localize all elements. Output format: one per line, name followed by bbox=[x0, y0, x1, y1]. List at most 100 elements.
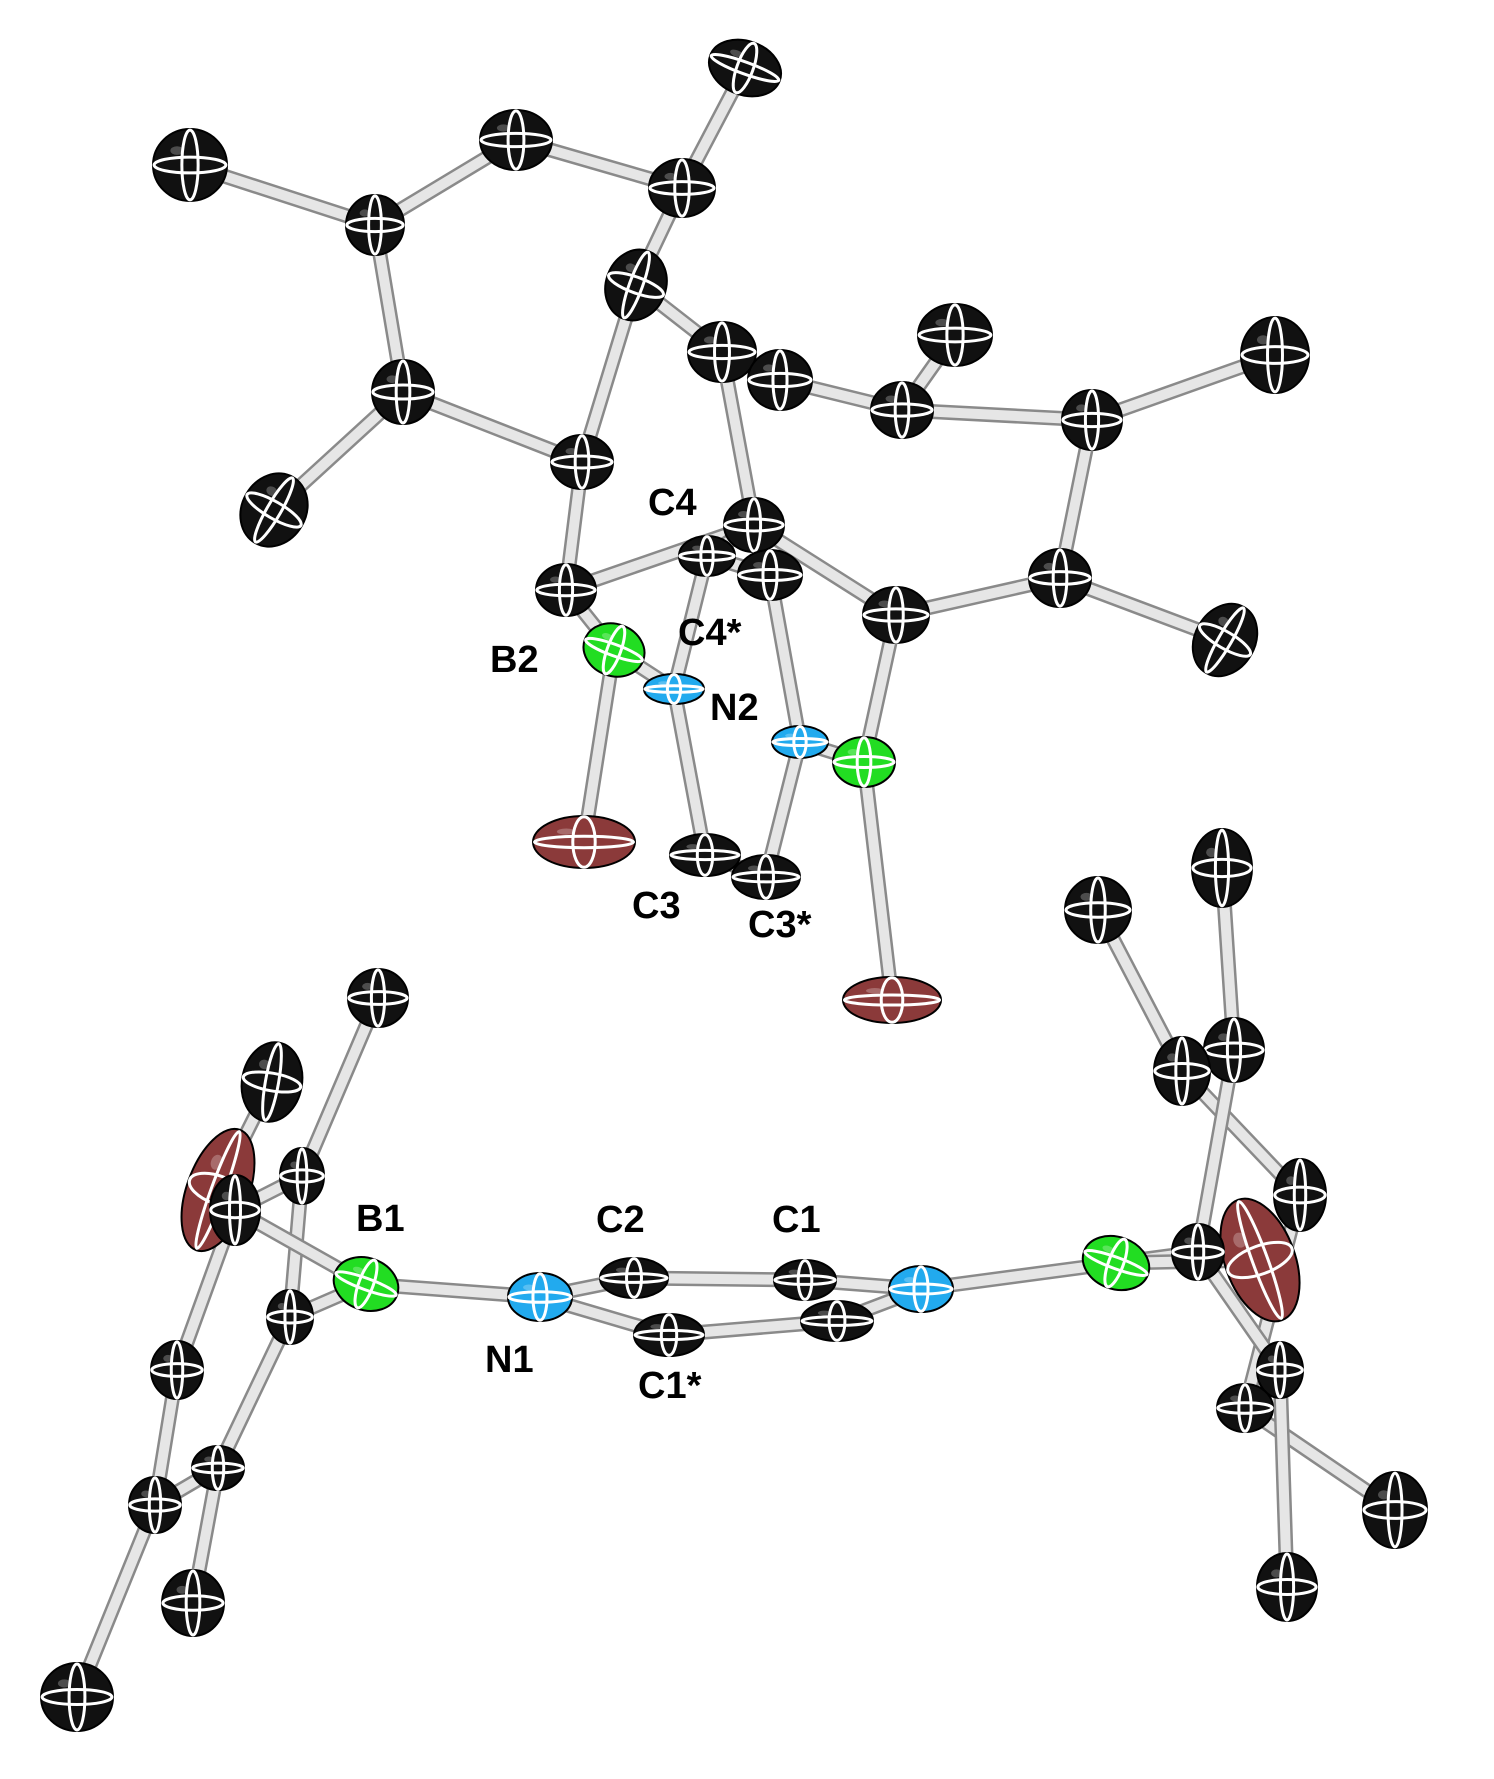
octant-line bbox=[571, 815, 597, 869]
atom-r3 bbox=[1203, 1017, 1265, 1083]
octant-line bbox=[1103, 1237, 1129, 1289]
octant-line bbox=[369, 968, 387, 1028]
specular-highlight bbox=[353, 1266, 365, 1274]
ellipsoid-C bbox=[1061, 389, 1123, 451]
specular-highlight bbox=[1184, 1237, 1194, 1245]
atom-u18 bbox=[535, 563, 597, 617]
specular-highlight bbox=[1267, 1355, 1277, 1363]
ellipsoid-C bbox=[1203, 1017, 1265, 1083]
octant-line bbox=[394, 359, 412, 425]
atom-u9 bbox=[917, 303, 993, 367]
atom-u4 bbox=[648, 158, 716, 218]
octant-line bbox=[747, 371, 813, 389]
specular-highlight bbox=[885, 395, 897, 403]
specular-highlight bbox=[658, 681, 669, 685]
atom-n1b bbox=[888, 1265, 954, 1313]
octant-line bbox=[625, 1257, 643, 1299]
atom-x1 bbox=[532, 815, 636, 869]
atom-u1 bbox=[708, 38, 782, 98]
octant-line bbox=[643, 684, 705, 694]
ellipsoid-C bbox=[161, 1569, 225, 1637]
specular-highlight bbox=[496, 124, 510, 132]
octant-line bbox=[796, 1259, 814, 1301]
specular-highlight bbox=[904, 1277, 916, 1283]
octant-line bbox=[228, 1174, 242, 1246]
specular-highlight bbox=[747, 865, 761, 871]
specular-highlight bbox=[703, 336, 717, 344]
specular-highlight bbox=[686, 844, 700, 850]
specular-highlight bbox=[550, 576, 561, 583]
ellipsoid-C bbox=[678, 535, 736, 577]
octant-line bbox=[648, 180, 716, 196]
octant-line bbox=[800, 1315, 874, 1327]
octant-line bbox=[669, 848, 741, 862]
octant-line bbox=[633, 1328, 705, 1342]
atom-u11 bbox=[371, 359, 435, 425]
ellipsoid-C bbox=[191, 1445, 245, 1491]
octant-line bbox=[147, 1476, 163, 1534]
octant-line bbox=[1226, 1240, 1294, 1280]
octant-line bbox=[180, 128, 200, 202]
octant-line bbox=[150, 1362, 204, 1378]
octant-line bbox=[367, 194, 383, 256]
specular-highlight bbox=[602, 633, 613, 641]
ellipsoid-C bbox=[862, 586, 930, 644]
ellipsoid-C bbox=[737, 549, 803, 601]
label-b1: B1 bbox=[356, 1198, 405, 1240]
ellipsoid-C bbox=[648, 158, 716, 218]
octant-line bbox=[945, 303, 965, 367]
label-n2: N2 bbox=[710, 687, 759, 729]
specular-highlight bbox=[1080, 892, 1093, 901]
ellipsoid-C bbox=[800, 1300, 874, 1342]
ellipsoid-C bbox=[1273, 1158, 1327, 1232]
octant-line bbox=[347, 990, 409, 1006]
label-c3: C3 bbox=[632, 885, 681, 927]
bond bbox=[579, 645, 619, 847]
atom-l1 bbox=[347, 968, 409, 1028]
ellipsoid-N bbox=[888, 1265, 954, 1313]
octant-line bbox=[279, 1168, 325, 1184]
ellipsoid-C bbox=[599, 1257, 669, 1299]
ellipsoid-C bbox=[773, 1259, 837, 1301]
bond bbox=[765, 570, 805, 747]
specular-highlight bbox=[523, 1284, 535, 1291]
octant-line bbox=[737, 568, 803, 582]
atom-c2 bbox=[599, 1257, 669, 1299]
ellipsoid-N bbox=[507, 1272, 573, 1322]
specular-highlight bbox=[785, 733, 796, 738]
specular-highlight bbox=[1230, 1395, 1241, 1402]
octant-line bbox=[1278, 1552, 1296, 1622]
ellipsoid-B bbox=[1081, 1234, 1151, 1292]
octant-line bbox=[723, 517, 785, 533]
octant-line bbox=[1362, 1500, 1428, 1520]
atom-r1 bbox=[1064, 876, 1132, 944]
bond bbox=[1193, 1045, 1239, 1257]
specular-highlight bbox=[615, 1267, 629, 1273]
octant-line bbox=[699, 535, 715, 577]
octant-line bbox=[1061, 411, 1123, 429]
octant-line bbox=[879, 976, 905, 1024]
octant-line bbox=[1064, 901, 1132, 919]
ellipsoid-C bbox=[150, 1340, 204, 1400]
octant-line bbox=[912, 1265, 930, 1313]
ellipsoid-X bbox=[842, 976, 942, 1024]
ellipsoid-C bbox=[535, 563, 597, 617]
labels-layer: C4 C4* B2 N2 C3 C3* B1 C2 C1 N1 C1* bbox=[356, 482, 821, 1407]
ellipsoid-C bbox=[1240, 316, 1310, 394]
specular-highlight bbox=[1218, 1033, 1229, 1042]
octant-line bbox=[210, 1445, 226, 1491]
octant-line bbox=[1256, 1362, 1304, 1378]
atom-r10 bbox=[1362, 1471, 1428, 1549]
specular-highlight bbox=[1043, 562, 1055, 570]
specular-highlight bbox=[878, 600, 891, 608]
atom-l10 bbox=[40, 1662, 114, 1732]
octant-line bbox=[757, 854, 775, 900]
atom-n2 bbox=[643, 672, 705, 706]
specular-highlight bbox=[730, 49, 743, 58]
atom-l5 bbox=[266, 1289, 314, 1345]
specular-highlight bbox=[290, 1161, 299, 1169]
octant-line bbox=[1256, 1578, 1318, 1596]
ellipsoid-C bbox=[1191, 828, 1253, 908]
specular-highlight bbox=[866, 988, 884, 994]
